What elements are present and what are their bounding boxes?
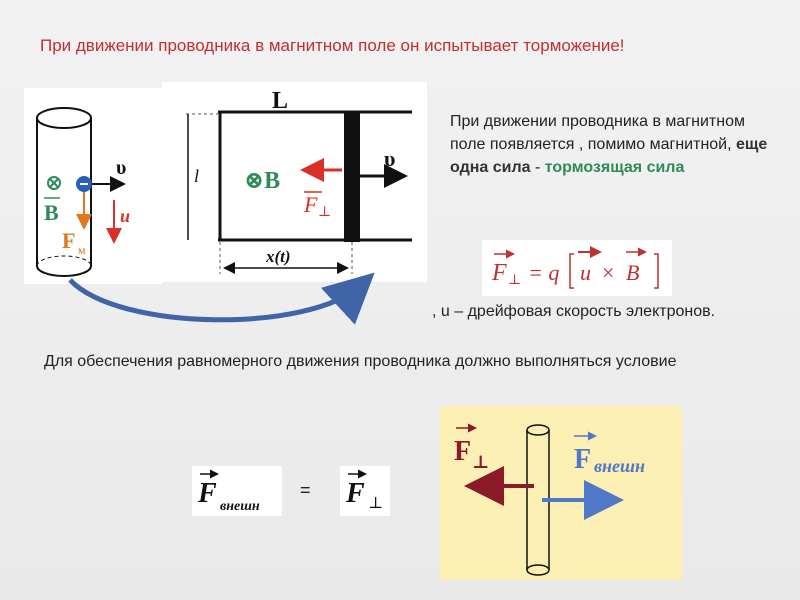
formula-eq: = q <box>528 260 559 285</box>
formula-lhs: F <box>491 260 507 286</box>
equals-sign: = <box>300 480 311 500</box>
yellow-fperp-sub: ⊥ <box>472 452 489 472</box>
fext-f: F <box>197 478 217 509</box>
para1-dash: - <box>530 159 545 176</box>
slide-title: При движении проводника в магнитном поле… <box>40 36 625 55</box>
conductor-bottom <box>526 564 550 576</box>
cyl-b-label: B <box>44 200 59 225</box>
para1-braking: тормозящая сила <box>544 159 685 176</box>
para1-text: При движении проводника в магнитном поле… <box>450 113 745 153</box>
cylinder-top <box>36 107 92 129</box>
rails-b-label: ⊗B <box>244 168 280 194</box>
formula-f-perp: F ⊥ <box>340 466 390 516</box>
cylinder-diagram: B υ F м u <box>24 88 162 284</box>
formula-u: u <box>580 260 591 285</box>
fperp-f: F <box>345 478 365 509</box>
paragraph-braking-force: При движении проводника в магнитном поле… <box>450 110 770 179</box>
formula-b: B <box>626 260 639 285</box>
lorentz-formula: F ⊥ = q u × B <box>482 240 672 296</box>
formula-f-external: F внешн <box>192 466 282 516</box>
b-field-cross-icon <box>47 176 61 190</box>
cyl-f-sub: м <box>78 243 86 257</box>
rails-x-label: x(t) <box>265 247 291 266</box>
rails-l-small-label: l <box>194 166 199 186</box>
rails-v-label: υ <box>384 146 395 171</box>
yellow-fperp-f: F <box>454 436 471 467</box>
moving-conductor <box>344 112 360 242</box>
cyl-u-label: u <box>120 206 130 226</box>
fperp-sub: ⊥ <box>368 495 383 512</box>
yellow-fext-f: F <box>574 444 591 475</box>
rails-diagram: L l x(t) ⊗B F ⊥ υ <box>162 82 427 282</box>
rails-f-label: F <box>303 192 318 217</box>
paragraph-uniform-motion: Для обеспечения равномерного движения пр… <box>44 353 677 370</box>
yellow-fext-sub: внешн <box>594 456 645 476</box>
formula-lhs-sub: ⊥ <box>508 273 521 288</box>
rails-f-sub: ⊥ <box>318 205 331 220</box>
para1-bold: еще одна сила <box>450 136 768 176</box>
forces-on-conductor-diagram: F ⊥ F внешн <box>440 406 682 580</box>
fext-sub: внешн <box>220 499 260 514</box>
rails-l-big-label: L <box>272 88 288 114</box>
connecting-arrow <box>68 272 375 325</box>
cyl-f-label: F <box>62 228 75 253</box>
paragraph-drift-velocity: , u – дрейфовая скорость электронов. <box>432 303 716 320</box>
cyl-v-label: υ <box>116 157 126 179</box>
formula-times: × <box>602 260 614 285</box>
